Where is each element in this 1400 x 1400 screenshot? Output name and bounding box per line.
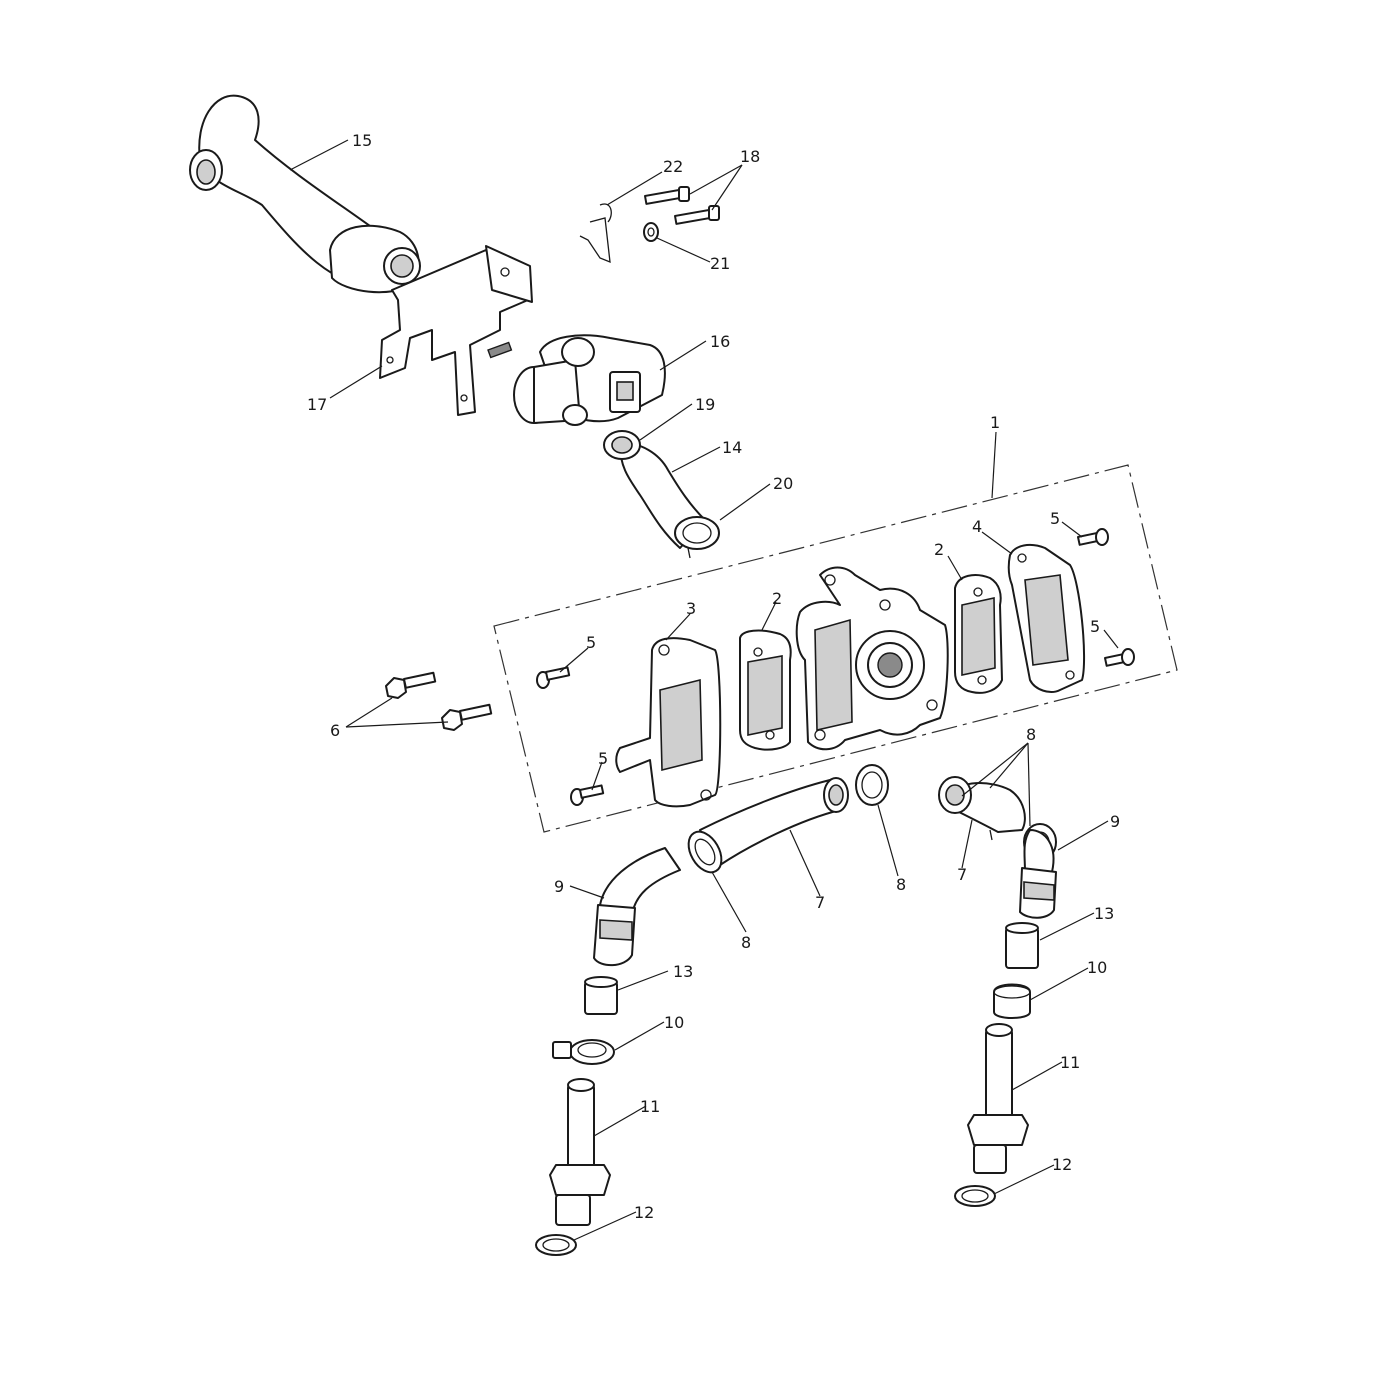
- bolt-part-5-left: [536, 666, 571, 689]
- callout-21: 21: [710, 254, 730, 273]
- sleeve-part-13-right: [1005, 922, 1039, 969]
- callout-17: 17: [307, 395, 327, 414]
- callout-1: 1: [990, 413, 1000, 432]
- seal-ring-part-12-left: [535, 1234, 577, 1256]
- washer-part-21: [643, 222, 659, 242]
- callout-15: 15: [352, 131, 372, 150]
- callout-12-left: 12: [634, 1203, 654, 1222]
- callout-9-left: 9: [554, 877, 564, 896]
- hose-clamp-part-20: [674, 516, 720, 559]
- callout-8-middle: 8: [896, 875, 906, 894]
- callout-7-right: 7: [957, 865, 967, 884]
- cover-plate-part-4: [1007, 543, 1086, 693]
- callout-labels: 1 2 2 3 4 5 5 5 5 6 7 7 8 8 8 9 9 10 10 …: [307, 131, 1120, 1222]
- spring-clip-part-22: [579, 203, 612, 264]
- callout-13-left: 13: [673, 962, 693, 981]
- elbow-connector-part-9-left: [593, 847, 681, 967]
- elbow-cover-part-3: [615, 637, 722, 808]
- callout-5-right: 5: [1090, 617, 1100, 636]
- callout-12-right: 12: [1052, 1155, 1072, 1174]
- air-hose-part-15: [189, 94, 421, 294]
- callout-3: 3: [686, 599, 696, 618]
- assembly-frame: [493, 464, 1178, 833]
- callout-2-right: 2: [934, 540, 944, 559]
- callout-19: 19: [695, 395, 715, 414]
- elbow-connector-part-9-right: [1019, 829, 1057, 919]
- hose-clamp-part-8-a: [855, 764, 889, 806]
- callout-8-top: 8: [1026, 725, 1036, 744]
- leader-lines: [289, 139, 1119, 1241]
- sleeve-part-13-left: [584, 976, 618, 1015]
- callout-5-bottom: 5: [598, 749, 608, 768]
- callout-11-right: 11: [1060, 1053, 1080, 1072]
- flange-bolts-part-6: [385, 671, 493, 731]
- pipe-part-11-right: [967, 1023, 1029, 1174]
- bolt-part-5-upper-right: [1077, 528, 1109, 546]
- bolt-part-5-right: [1104, 648, 1135, 667]
- seal-ring-part-12-right: [954, 1185, 996, 1207]
- callout-10-left: 10: [664, 1013, 684, 1032]
- clip-part-10-left: [552, 1039, 615, 1065]
- reed-valve-body: [795, 566, 949, 751]
- pipe-part-11-left: [549, 1078, 611, 1226]
- callout-6: 6: [330, 721, 340, 740]
- bolts-part-18: [644, 186, 720, 225]
- callout-11-left: 11: [640, 1097, 660, 1116]
- callout-2-left: 2: [772, 589, 782, 608]
- hose-clamp-part-19: [603, 430, 641, 460]
- callout-7-left: 7: [815, 893, 825, 912]
- callout-20: 20: [773, 474, 793, 493]
- callout-14: 14: [722, 438, 742, 457]
- callout-5-left: 5: [586, 633, 596, 652]
- callout-16: 16: [710, 332, 730, 351]
- callout-18: 18: [740, 147, 760, 166]
- callout-4: 4: [972, 517, 982, 536]
- clip-part-10-right: [993, 983, 1031, 1019]
- hose-clamp-part-8-b: [687, 830, 723, 874]
- hose-part-7-right: [938, 776, 1026, 841]
- callout-10-right: 10: [1087, 958, 1107, 977]
- bolt-part-5-bottom: [570, 784, 605, 806]
- callout-22: 22: [663, 157, 683, 176]
- callout-9-right: 9: [1110, 812, 1120, 831]
- reed-plate-part-2-right: [954, 574, 1003, 694]
- callout-13-right: 13: [1094, 904, 1114, 923]
- reed-plate-part-2-left: [739, 629, 792, 751]
- callout-5-upper-right: 5: [1050, 509, 1060, 528]
- callout-8-bottom: 8: [741, 933, 751, 952]
- hose-part-7-left: [699, 777, 849, 866]
- mounting-bracket-part-17: [379, 245, 533, 416]
- valve-part-16: [513, 334, 666, 426]
